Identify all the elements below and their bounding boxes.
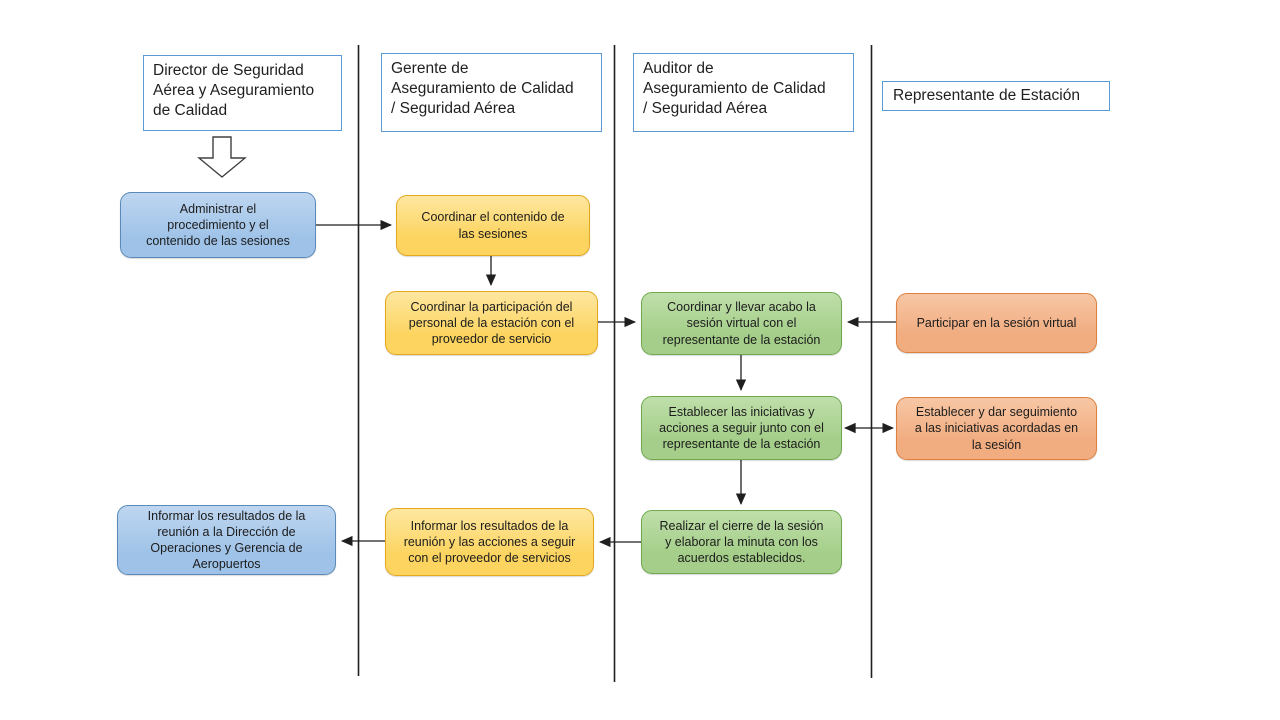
lane-header-auditor: Auditor de Aseguramiento de Calidad / Se…	[633, 53, 854, 132]
node-administrar-procedimiento: Administrar el procedimiento y el conten…	[120, 192, 316, 258]
node-establecer-seguimiento: Establecer y dar seguimiento a las inici…	[896, 397, 1097, 460]
lane-header-gerente: Gerente de Aseguramiento de Calidad / Se…	[381, 53, 602, 132]
node-establecer-iniciativas: Establecer las iniciativas y acciones a …	[641, 396, 842, 460]
node-realizar-cierre: Realizar el cierre de la sesión y elabor…	[641, 510, 842, 574]
lane-header-director: Director de Seguridad Aérea y Aseguramie…	[143, 55, 342, 131]
node-coordinar-sesion-virtual: Coordinar y llevar acabo la sesión virtu…	[641, 292, 842, 355]
node-informar-proveedor: Informar los resultados de la reunión y …	[385, 508, 594, 576]
node-participar-sesion-virtual: Participar en la sesión virtual	[896, 293, 1097, 353]
block-down-arrow-icon	[197, 136, 247, 178]
node-informar-direccion: Informar los resultados de la reunión a …	[117, 505, 336, 575]
lane-header-representante: Representante de Estación	[882, 81, 1110, 111]
node-coordinar-contenido: Coordinar el contenido de las sesiones	[396, 195, 590, 256]
node-coordinar-participacion: Coordinar la participación del personal …	[385, 291, 598, 355]
